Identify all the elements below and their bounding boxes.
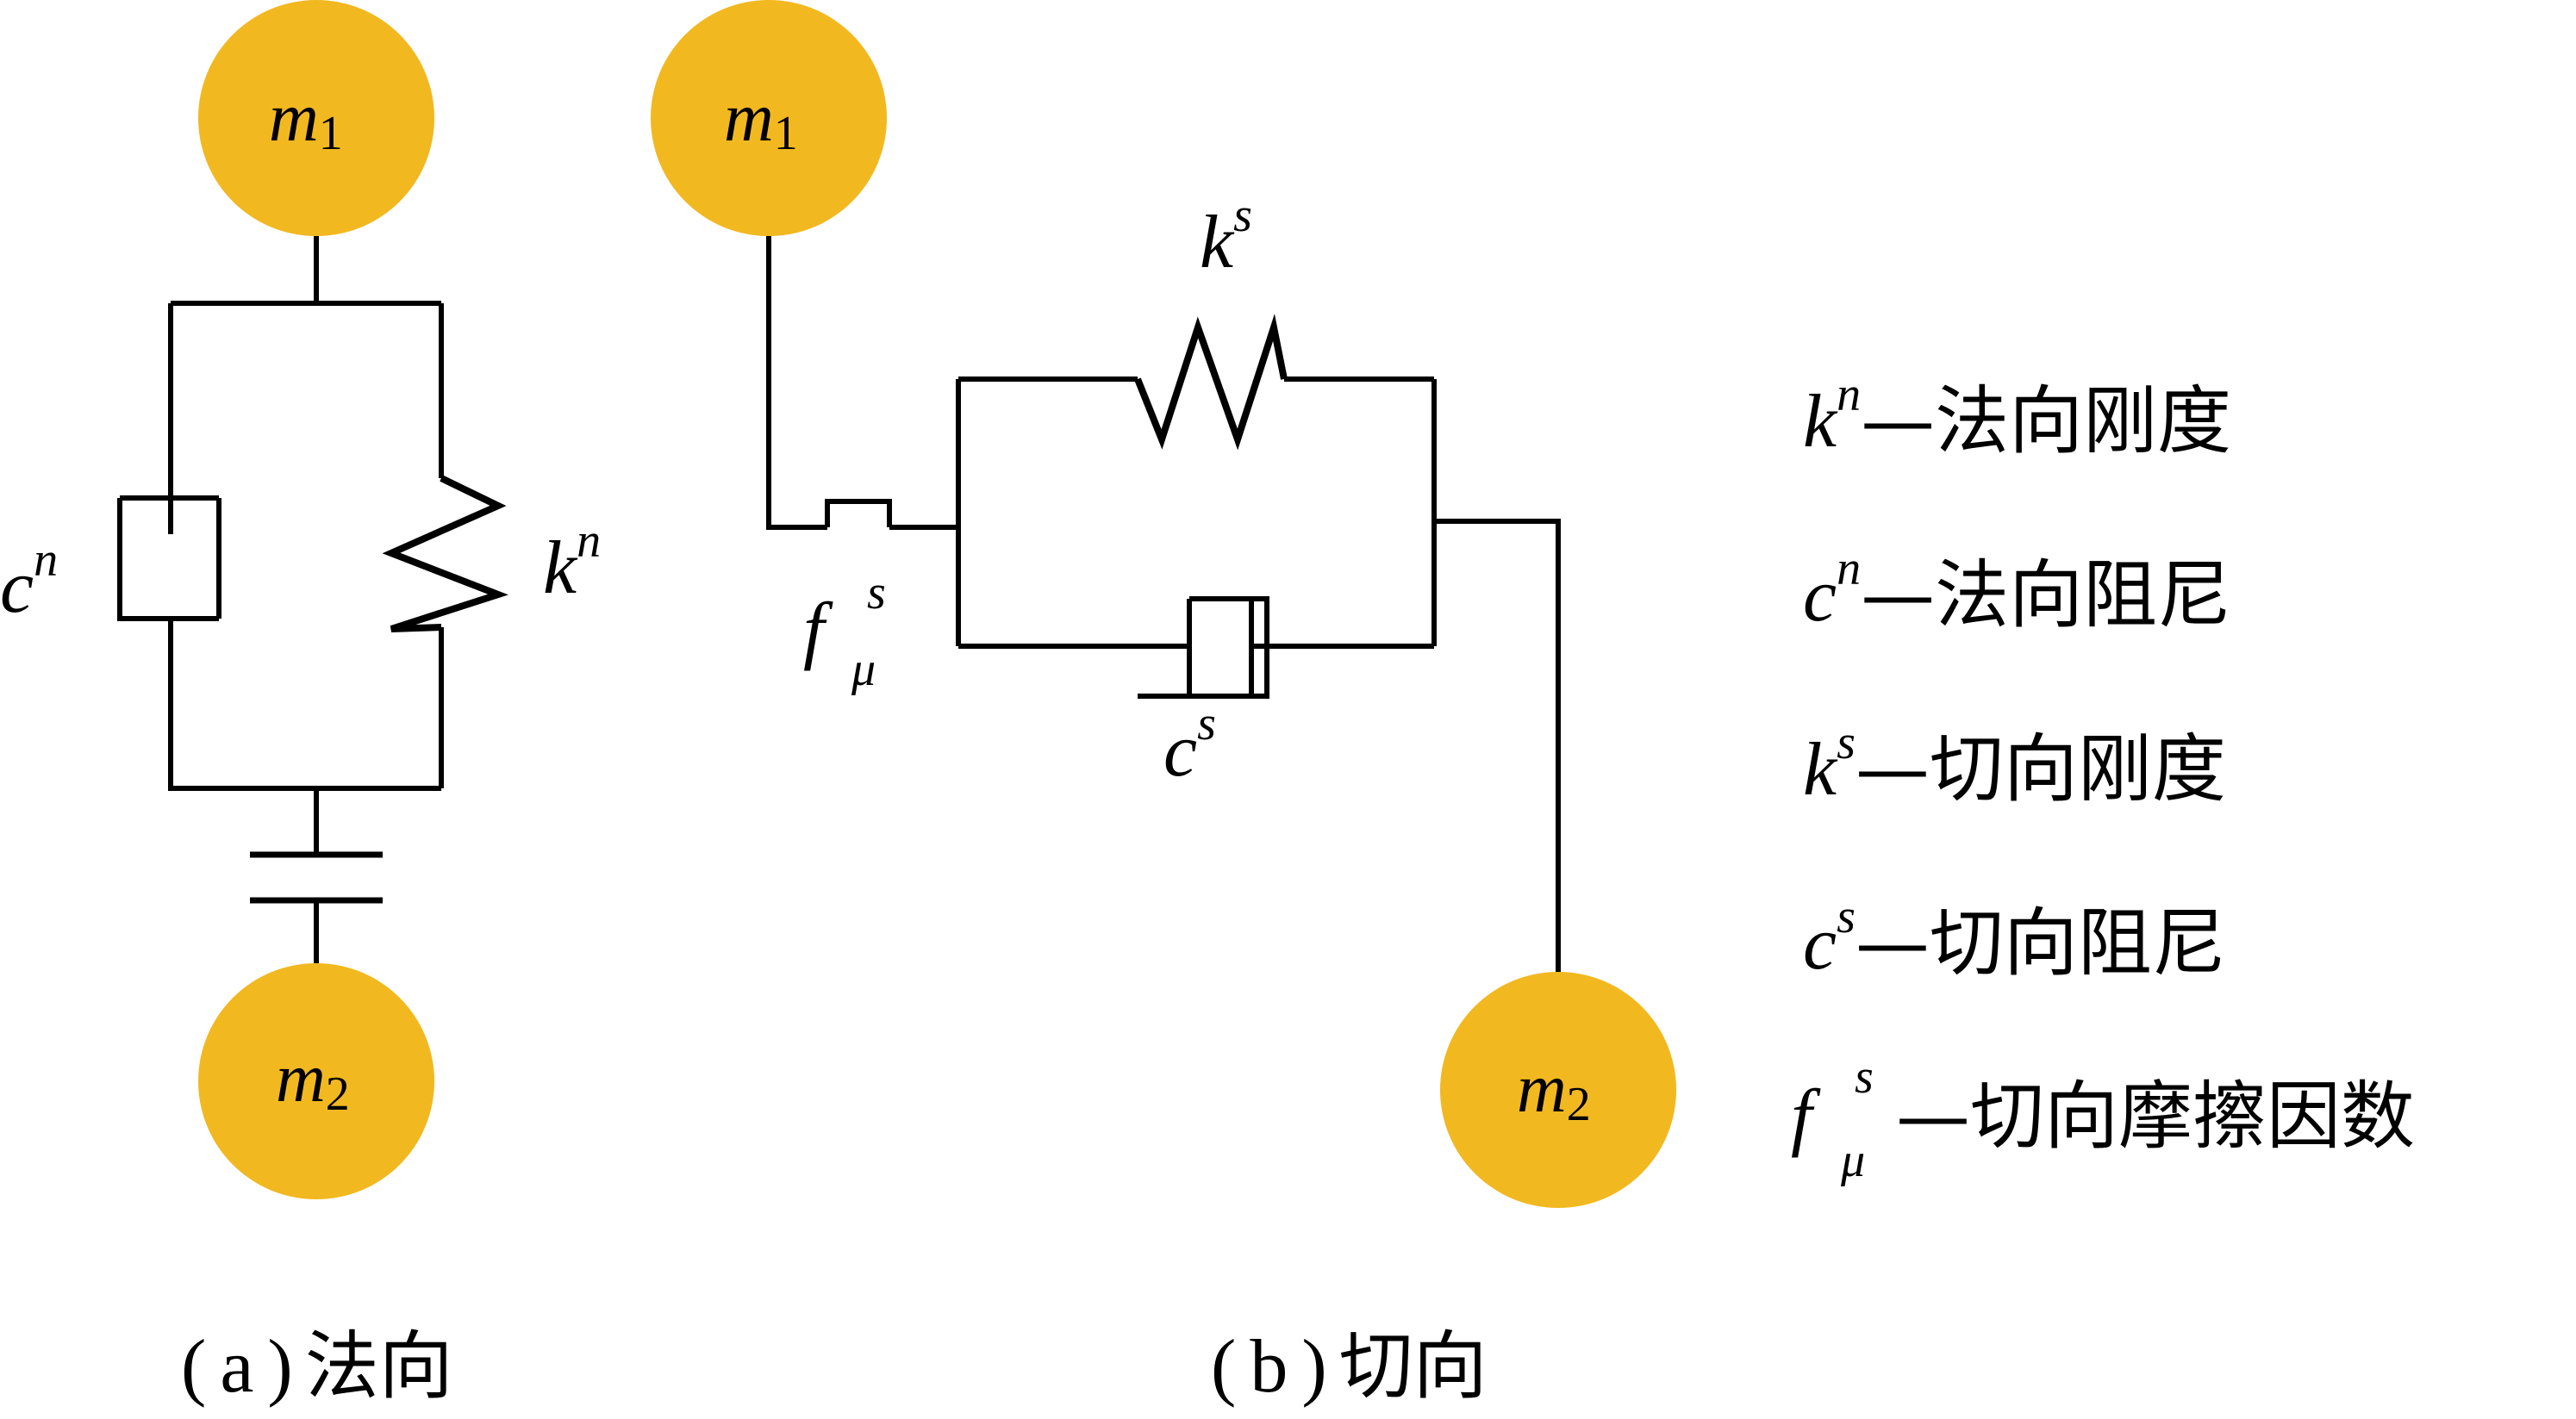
shear-model: m1 m2 ks cs f s μ xyxy=(651,0,1676,1410)
shear-input-wire xyxy=(766,236,958,530)
normal-mass-m1 xyxy=(198,0,434,236)
shear-spring xyxy=(1134,314,1288,451)
svg-text:f: f xyxy=(1791,1075,1821,1159)
legend-item-ks: ks—切向刚度 xyxy=(1803,716,2226,812)
legend-item-kn: kn—法向刚度 xyxy=(1803,368,2231,464)
normal-damper xyxy=(117,495,221,621)
svg-text:s: s xyxy=(1855,1050,1874,1104)
legend-item-fs: f s μ —切向摩擦因数 xyxy=(1791,1050,2415,1187)
shear-damper-label: cs xyxy=(1163,697,1216,793)
normal-spring xyxy=(382,475,508,632)
shear-caption: (b)切向 xyxy=(1211,1323,1488,1410)
shear-mass-m2 xyxy=(1440,972,1676,1208)
svg-text:μ: μ xyxy=(1840,1134,1865,1187)
svg-text:—切向摩擦因数: —切向摩擦因数 xyxy=(1896,1074,2415,1160)
normal-spring-label: kn xyxy=(543,514,601,610)
normal-damper-label: cn xyxy=(0,533,58,629)
legend-item-cn: cn—法向阻尼 xyxy=(1803,542,2231,638)
shear-mass-m1-label: m1 xyxy=(724,80,798,160)
legend-item-cs: cs—切向阻尼 xyxy=(1803,890,2226,986)
svg-text:s: s xyxy=(867,566,886,619)
normal-caption: (a)法向 xyxy=(181,1323,453,1410)
shear-friction-element xyxy=(825,499,892,527)
legend: kn—法向刚度 cn—法向阻尼 ks—切向刚度 cs—切向阻尼 f s μ —切… xyxy=(1791,368,2415,1187)
shear-frame-wire xyxy=(956,377,1561,974)
shear-mass-m1 xyxy=(651,0,887,236)
shear-friction-label: f s μ xyxy=(803,566,886,696)
shear-damper xyxy=(1138,596,1269,699)
normal-mass-m1-label: m1 xyxy=(269,80,343,160)
normal-frame-wire xyxy=(168,236,444,963)
shear-mass-m2-label: m2 xyxy=(1517,1051,1591,1131)
normal-gap-element xyxy=(250,851,383,904)
svg-text:f: f xyxy=(803,588,833,672)
normal-model: m1 m2 cn kn (a)法向 xyxy=(0,0,601,1410)
shear-spring-label: ks xyxy=(1200,189,1252,284)
normal-mass-m2 xyxy=(198,963,434,1199)
svg-text:μ: μ xyxy=(851,643,876,696)
normal-mass-m2-label: m2 xyxy=(276,1041,350,1121)
